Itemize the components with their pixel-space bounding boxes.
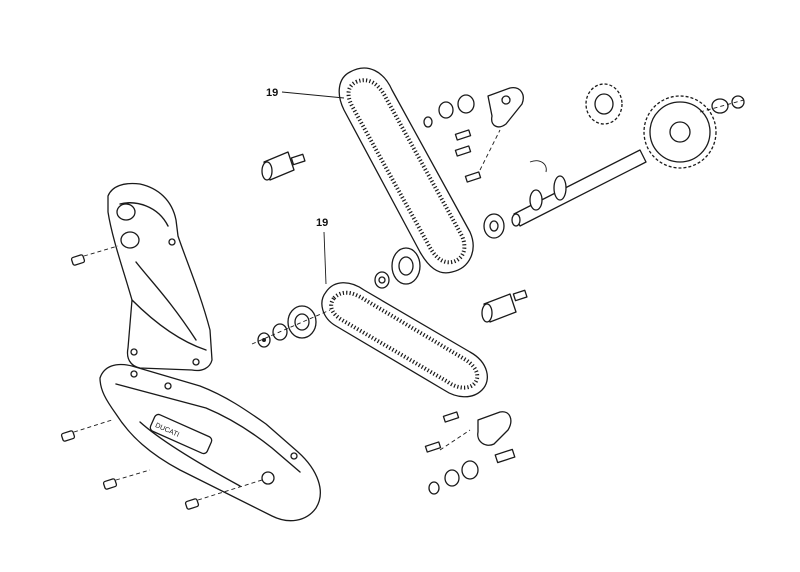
callout-19-upper: 19 [266,87,345,99]
upper-timing-belt [338,67,474,274]
callout-19-lower: 19 [316,217,328,285]
lower-timing-belt [321,282,488,398]
lower-tensioner-assembly [424,411,516,495]
middle-pulley-assembly [374,247,421,289]
lower-belt-cover: DUCATI [99,363,321,522]
callout-label: 19 [266,87,278,99]
lower-pulley-assembly [251,305,331,348]
camshaft [483,149,647,239]
cam-gear [643,95,717,169]
cover-screw [184,479,263,510]
cover-logo: DUCATI [149,413,213,455]
idler-gear [585,83,623,125]
cover-screw [60,419,113,442]
callout-label: 19 [316,217,328,229]
spacer-bushing [481,289,528,323]
cover-screw [102,469,151,490]
upper-belt-cover [107,182,213,372]
upper-tensioner-assembly [423,87,524,183]
cover-screw [70,245,119,266]
spacer-bushing [261,151,306,181]
washer-group [699,95,745,114]
